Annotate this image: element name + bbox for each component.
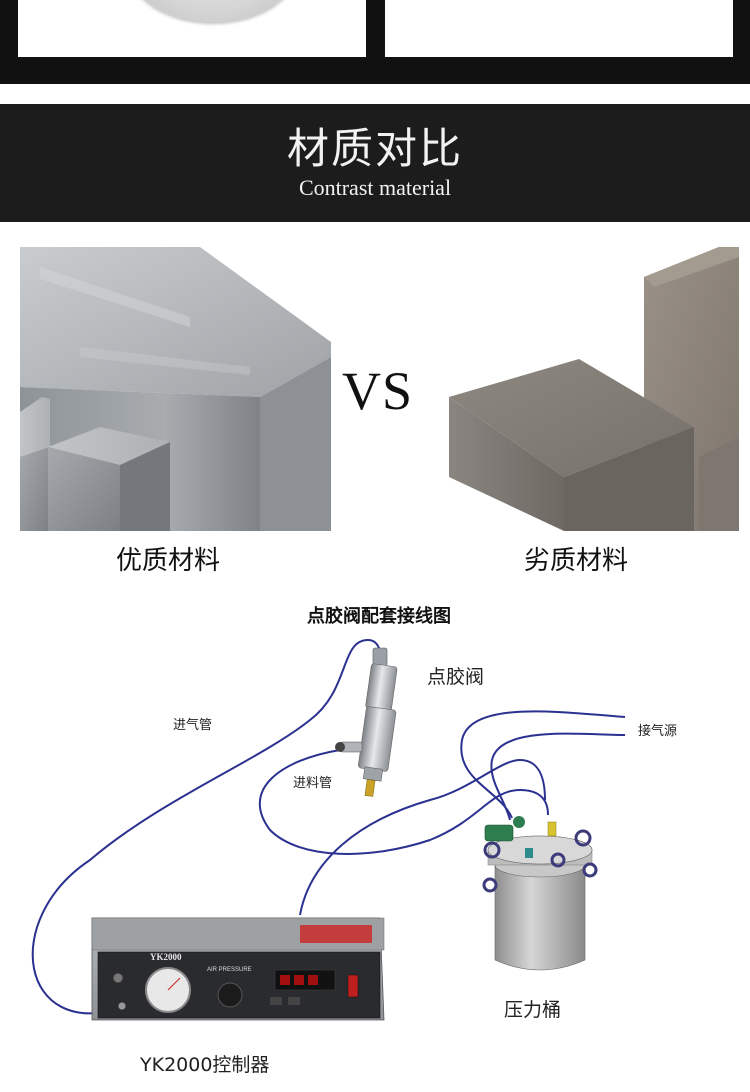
air-source-hose-a <box>460 710 626 819</box>
top-product-panel-right <box>385 0 733 57</box>
quality-material-label: 优质材料 <box>116 546 221 576</box>
tank-clamps <box>482 829 598 893</box>
quality-material-image <box>20 247 331 531</box>
product-disc-image <box>128 0 298 22</box>
air-pressure-text: AIR PRESSURE <box>207 967 252 973</box>
air-inlet-hose <box>31 638 383 1015</box>
wiring-diagram-title: 点胶阀配套接线图 <box>307 606 451 627</box>
material-inlet-label: 进料管 <box>293 776 333 791</box>
controller-label: YK2000控制器 <box>140 1054 270 1076</box>
valve-label: 点胶阀 <box>427 666 485 688</box>
warning-label-icon <box>300 925 372 943</box>
top-product-panel-left <box>18 0 366 57</box>
quality-aluminum-blocks-illustration <box>20 247 331 531</box>
section-title-chinese: 材质对比 <box>286 124 463 173</box>
wiring-diagram: YK2000 AIR PRESSURE <box>31 638 626 1021</box>
dispensing-valve <box>335 647 398 797</box>
pressure-regulator-icon <box>484 824 514 842</box>
inferior-material-label: 劣质材料 <box>524 546 629 576</box>
air-source-hose-b <box>490 732 626 821</box>
controller-model-text: YK2000 <box>150 952 182 962</box>
controller-to-tank-hose <box>299 758 546 916</box>
pressure-tank <box>482 816 598 971</box>
inferior-material-image <box>449 247 739 531</box>
material-hose <box>258 749 549 855</box>
section-title-english: Contrast material <box>298 175 452 200</box>
section-header: 材质对比 Contrast material <box>0 104 750 222</box>
regulator-knob-icon <box>217 982 243 1008</box>
inferior-steel-blocks-illustration <box>449 247 739 531</box>
air-source-label: 接气源 <box>638 724 678 739</box>
air-inlet-label: 进气管 <box>173 718 213 733</box>
vs-label: VS <box>342 361 414 421</box>
yk2000-controller: YK2000 AIR PRESSURE <box>91 917 385 1021</box>
pressure-tank-label: 压力桶 <box>504 999 562 1021</box>
top-product-strip <box>0 0 750 84</box>
power-switch-icon <box>347 974 359 998</box>
